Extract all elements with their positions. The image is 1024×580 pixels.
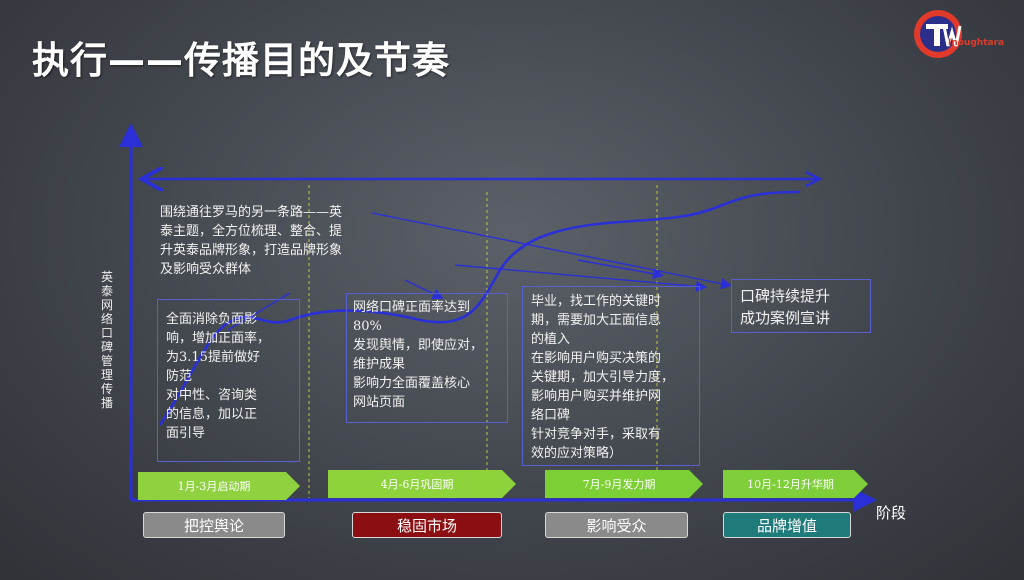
phase-box-3: 毕业，找工作的关键时 期，需要加大正面信息 的植入 在影响用户购买决策的 关键期… <box>522 286 700 466</box>
pointer-line-3 <box>404 279 444 299</box>
pointer-line-4 <box>577 259 665 280</box>
pointer-line-2 <box>454 264 708 292</box>
page-title: 执行——传播目的及节奏 <box>32 39 450 82</box>
x-axis-label: 阶段 <box>876 504 907 522</box>
phase-box-4: 口碑持续提升 成功案例宣讲 <box>731 279 871 333</box>
logo-text: Inoughtara <box>948 38 1005 48</box>
phase-box-1: 全面消除负面影 响，增加正面率， 为3.15提前做好 防范 对中性、咨询类 的信… <box>157 299 300 462</box>
phase-arrow-4: 10月-12月升华期 <box>723 470 868 498</box>
strategy-3: 影响受众 <box>545 512 688 538</box>
logo-icon <box>914 10 962 58</box>
strategy-2: 稳固市场 <box>352 512 502 538</box>
phase-arrow-1: 1月-3月启动期 <box>138 472 300 500</box>
phase-arrow-2: 4月-6月巩固期 <box>328 470 516 498</box>
top-note: 围绕通往罗马的另一条路——英 泰主题，全方位梳理、整合、提 升英泰品牌形象，打造… <box>160 205 343 277</box>
phase-box-2: 网络口碑正面率达到 80% 发现舆情，即使应对， 维护成果 影响力全面覆盖核心 … <box>346 293 508 423</box>
strategy-1: 把控舆论 <box>143 512 285 538</box>
strategy-4: 品牌增值 <box>723 512 851 538</box>
timeline-arrow-head-left <box>137 170 155 188</box>
timeline-arrow-head-right <box>805 170 823 188</box>
phase-arrow-3: 7月-9月发力期 <box>545 470 703 498</box>
trend-curve <box>158 190 801 426</box>
pointer-line-1 <box>371 212 733 290</box>
y-axis-label: 英泰网络口碑管理传播 <box>100 270 113 410</box>
